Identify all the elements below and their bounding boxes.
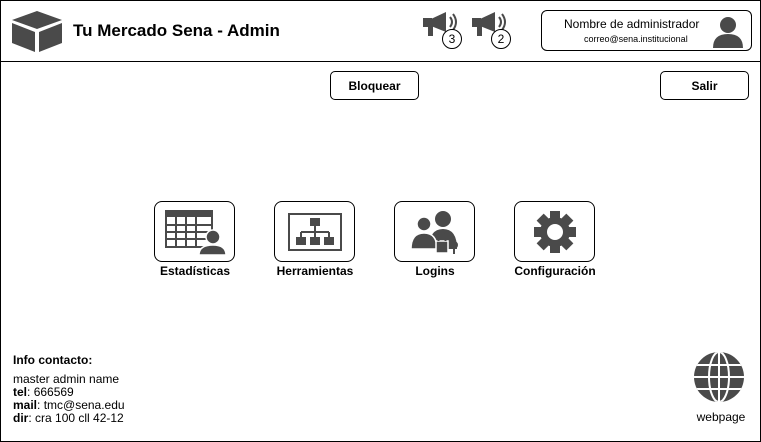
box-logo-icon [10,9,64,58]
module-tools[interactable]: Herramientas [274,201,356,278]
webpage-link[interactable]: webpage [689,351,753,424]
notification-count-badge: 2 [491,29,511,49]
hierarchy-icon [287,212,342,251]
contact-dir-value: cra 100 cll 42-12 [35,411,124,425]
module-logins-label: Logins [415,264,455,278]
contact-dir-label: dir [13,411,29,425]
module-logins[interactable]: Logins [394,201,476,278]
contact-mail-label: mail [13,398,38,412]
globe-icon [694,352,744,402]
contact-tel-label: tel [13,385,28,399]
header: Tu Mercado Sena - Admin 3 2 Nombre d [1,1,760,62]
module-tools-label: Herramientas [276,264,354,278]
admin-profile-card[interactable]: Nombre de administrador correo@sena.inst… [541,10,752,51]
users-lock-icon [409,210,458,254]
module-tools-box[interactable] [274,201,355,262]
module-configuration-label: Configuración [514,264,596,278]
contact-mail: mail: tmc@sena.edu [13,398,125,412]
module-statistics[interactable]: Estadísticas [154,201,236,278]
gear-icon [533,210,576,253]
admin-email: correo@sena.institucional [584,34,688,44]
module-configuration[interactable]: Configuración [514,201,596,278]
module-logins-box[interactable] [394,201,475,262]
exit-button[interactable]: Salir [660,71,749,100]
notification-button-2[interactable]: 2 [470,10,514,50]
notification-count-badge: 3 [442,29,462,49]
app-title: Tu Mercado Sena - Admin [73,21,280,40]
user-avatar-icon [712,16,744,53]
block-button[interactable]: Bloquear [330,71,419,100]
contact-tel: tel: 666569 [13,385,74,399]
module-statistics-label: Estadísticas [159,264,231,278]
module-configuration-box[interactable] [514,201,595,262]
admin-name: Nombre de administrador [564,17,700,31]
webpage-label: webpage [696,410,746,424]
contact-heading: Info contacto: [13,353,93,367]
module-statistics-box[interactable] [154,201,235,262]
megaphone-icon [472,12,506,36]
megaphone-icon [423,12,457,36]
contact-info: Info contacto: master admin name tel: 66… [13,354,125,425]
contact-mail-value: tmc@sena.edu [43,398,125,412]
contact-name: master admin name [13,372,120,386]
notification-button-1[interactable]: 3 [421,10,465,50]
spreadsheet-user-icon [164,209,226,255]
contact-tel-value: 666569 [33,385,74,399]
contact-dir: dir: cra 100 cll 42-12 [13,411,124,425]
